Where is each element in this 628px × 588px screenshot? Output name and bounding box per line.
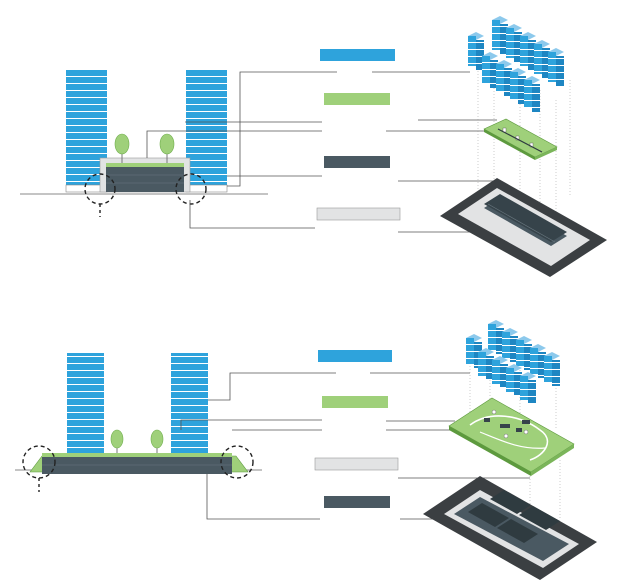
tower-cluster — [468, 16, 564, 112]
leader-lines — [146, 71, 497, 233]
top-section-view — [20, 70, 497, 233]
green-layer — [483, 118, 558, 160]
tree — [159, 133, 175, 163]
green-roof-strip — [42, 453, 232, 457]
tower-right — [171, 353, 208, 453]
tree — [114, 133, 130, 163]
tower-cluster — [466, 320, 560, 404]
slab-key — [324, 156, 390, 168]
tower-key — [318, 350, 392, 362]
detail-circle-right — [175, 173, 207, 205]
bottom-legend — [314, 350, 399, 508]
ground-key — [316, 207, 401, 221]
ground-platform — [423, 476, 597, 580]
green-layer — [448, 397, 575, 476]
tree — [110, 429, 124, 453]
tower-key — [320, 49, 395, 61]
green-roof-strip — [106, 163, 184, 167]
slab-key — [324, 496, 390, 508]
leader-lines — [180, 372, 530, 520]
slab-block — [106, 167, 184, 192]
ground-key — [314, 457, 399, 471]
ground-platform — [440, 178, 607, 277]
bottom-section-view — [15, 353, 530, 520]
tower-left — [67, 353, 104, 453]
tree — [150, 429, 164, 453]
bottom-exploded-axonometric — [423, 320, 597, 580]
green-key — [322, 396, 388, 408]
top-legend — [316, 49, 401, 221]
slab-block — [42, 457, 232, 474]
tower-right — [186, 70, 227, 186]
green-key — [324, 93, 390, 105]
detail-circle-right — [220, 445, 254, 479]
top-exploded-axonometric — [440, 16, 607, 277]
